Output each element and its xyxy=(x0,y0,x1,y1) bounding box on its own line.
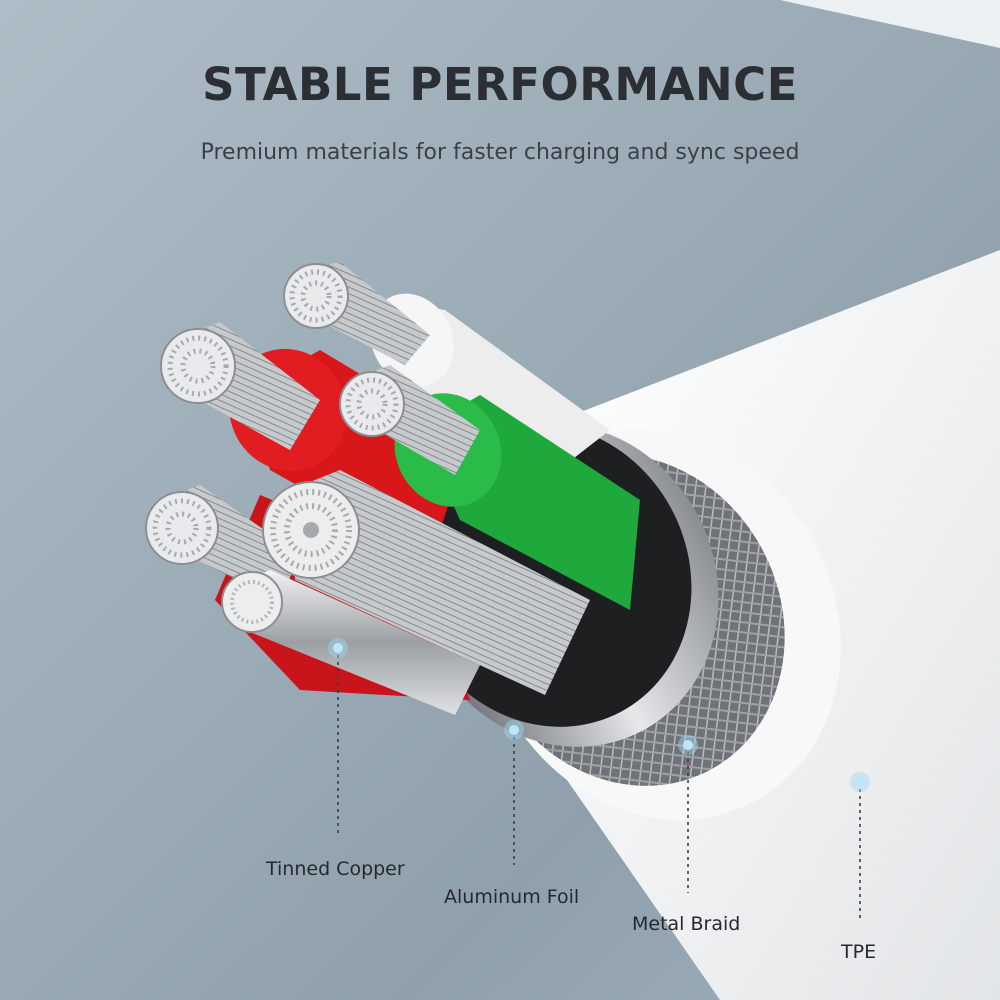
callout-dots xyxy=(328,638,870,792)
foil-wrapped-bundle xyxy=(221,570,480,715)
callout-leaders xyxy=(337,648,861,920)
callout-label-tinned-copper: Tinned Copper xyxy=(266,858,405,880)
headline: STABLE PERFORMANCE xyxy=(202,58,798,111)
callout-label-aluminum-foil: Aluminum Foil xyxy=(444,886,580,908)
green-wire xyxy=(339,365,640,610)
red-wire xyxy=(160,322,470,560)
corner-highlight xyxy=(780,0,1000,48)
subheadline: Premium materials for faster charging an… xyxy=(200,140,800,165)
left-strand-bundle xyxy=(145,485,300,600)
callout-label-tpe: TPE xyxy=(841,941,877,963)
callout-label-metal-braid: Metal Braid xyxy=(632,913,741,935)
main-strand-bundle xyxy=(262,470,590,695)
